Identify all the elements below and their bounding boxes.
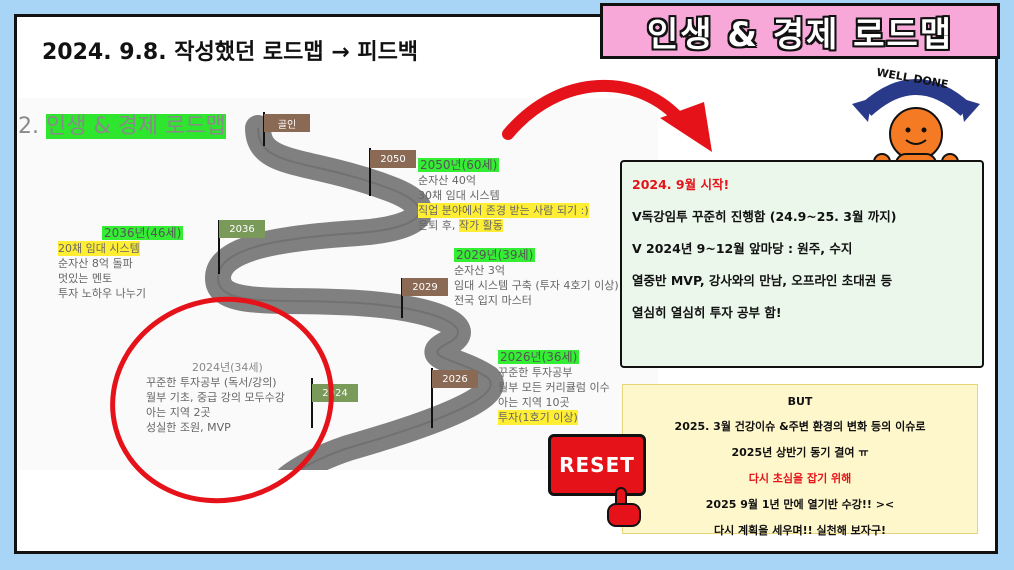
- roadmap-title-highlight: 인생 & 경제 로드맵: [45, 114, 226, 139]
- flag-goal: 골인: [264, 114, 310, 132]
- text-2026-2: 월부 모든 커리큘럼 이수: [498, 381, 610, 394]
- reset-button[interactable]: RESET: [548, 434, 646, 496]
- feedback-line-4: 다시 초심을 잡기 위해: [748, 472, 852, 485]
- feedback-line-2: 2025. 3월 건강이슈 &주변 환경의 변화 등의 이슈로: [674, 420, 926, 433]
- feedback-line-1: BUT: [787, 395, 813, 408]
- text-2024-1: 꾸준한 투자공부 (독서/강의): [146, 376, 277, 389]
- tag-2036: 2036년(46세): [102, 226, 184, 240]
- label-2029: 2029년(39세) 순자산 3억 임대 시스템 구축 (투자 4호기 이상) …: [454, 248, 619, 308]
- flag-2050: 2050: [370, 150, 416, 168]
- roadmap-image: 2. 인생 & 경제 로드맵 골인 2050 2036 2029 2026 20…: [18, 98, 658, 470]
- flag-2029: 2029: [402, 278, 448, 296]
- text-2050-1: 순자산 40억: [418, 174, 476, 187]
- label-2050: 2050년(60세) 순자산 40억 30채 임대 시스템 직업 분야에서 존경…: [418, 158, 589, 233]
- text-2036-4: 투자 노하우 나누기: [58, 287, 146, 300]
- text-2029-2: 임대 시스템 구축 (투자 4호기 이상): [454, 279, 619, 292]
- flag-2036: 2036: [219, 220, 265, 238]
- text-2050-2: 30채 임대 시스템: [418, 189, 500, 202]
- label-2026: 2026년(36세) 꾸준한 투자공부 월부 모든 커리큘럼 이수 아는 지역 …: [498, 350, 610, 425]
- text-2029-1: 순자산 3억: [454, 264, 505, 277]
- text-2050-4a: 은퇴 후,: [418, 219, 459, 232]
- flag-2026: 2026: [432, 370, 478, 388]
- title-badge: 인생 & 경제 로드맵: [600, 3, 1000, 59]
- text-2050-4b: 작가 활동: [458, 219, 503, 232]
- pointing-hand-icon: [607, 487, 641, 527]
- tag-2029: 2029년(39세): [454, 248, 536, 262]
- roadmap-title-prefix: 2.: [18, 114, 46, 139]
- flag-2024: 2024: [312, 384, 358, 402]
- text-2029-3: 전국 입지 마스터: [454, 294, 532, 307]
- text-2026-3: 아는 지역 10곳: [498, 396, 570, 409]
- text-2026-4: 투자(1호기 이상): [498, 410, 578, 425]
- text-2036-2: 순자산 8억 돌파: [58, 257, 133, 270]
- progress-line-5: 열심히 열심히 투자 공부 함!: [632, 305, 782, 320]
- text-2024-3: 아는 지역 2곳: [146, 406, 211, 419]
- text-2026-1: 꾸준한 투자공부: [498, 366, 573, 379]
- text-2050-4: 은퇴 후, 작가 활동: [418, 218, 589, 233]
- progress-line-4: 열중반 MVP, 강사와의 만남, 오프라인 초대권 등: [632, 273, 893, 288]
- text-2024-title: 2024년(34세): [192, 361, 263, 374]
- red-circle-annotation: [110, 296, 334, 504]
- feedback-line-5: 2025 9월 1년 만에 열기반 수강!! ><: [705, 498, 895, 511]
- text-2036-1: 20채 임대 시스템: [58, 241, 140, 256]
- progress-line-2: V독강임투 꾸준히 진행함 (24.9~25. 3월 까지): [632, 209, 897, 224]
- page-heading: 2024. 9.8. 작성했던 로드맵 → 피드백: [42, 40, 419, 65]
- text-2024-4: 성실한 조원, MVP: [146, 421, 231, 434]
- feedback-note-box: BUT 2025. 3월 건강이슈 &주변 환경의 변화 등의 이슈로 2025…: [622, 384, 978, 537]
- roadmap-title: 2. 인생 & 경제 로드맵: [18, 108, 226, 140]
- text-2050-3: 직업 분야에서 존경 받는 사람 되기 :): [418, 203, 589, 218]
- label-2024: 2024년(34세) 꾸준한 투자공부 (독서/강의) 월부 기초, 중급 강의…: [146, 360, 285, 435]
- tag-2026: 2026년(36세): [498, 350, 580, 364]
- progress-line-3: V 2024년 9~12월 앞마당 : 원주, 수지: [632, 241, 853, 256]
- text-2024-2: 월부 기초, 중급 강의 모두수강: [146, 391, 285, 404]
- tag-2050: 2050년(60세): [418, 158, 500, 172]
- red-arrow-icon: [502, 80, 712, 152]
- text-2036-3: 멋있는 멘토: [58, 272, 113, 285]
- feedback-line-3: 2025년 상반기 동기 결여 ㅠ: [731, 446, 869, 459]
- feedback-line-6: 다시 계획을 세우며!! 실천해 보자구!: [713, 524, 887, 537]
- label-2036: 2036년(46세) 20채 임대 시스템 순자산 8억 돌파 멋있는 멘토 투…: [58, 226, 184, 301]
- progress-note-box: 2024. 9월 시작! V독강임투 꾸준히 진행함 (24.9~25. 3월 …: [620, 160, 984, 368]
- progress-line-1: 2024. 9월 시작!: [632, 177, 730, 192]
